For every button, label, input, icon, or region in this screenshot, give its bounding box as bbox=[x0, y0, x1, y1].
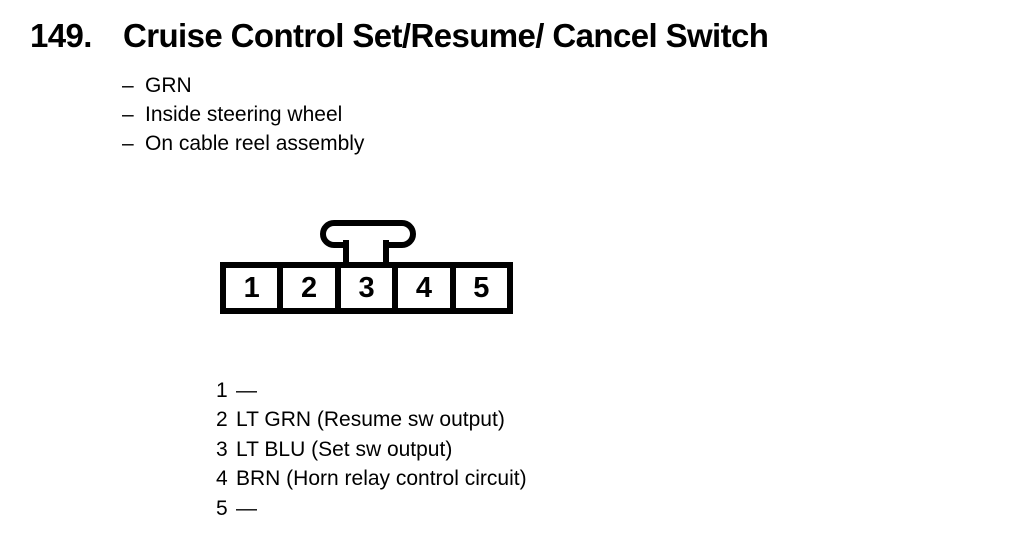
connector-pin-cell-2: 2 bbox=[283, 268, 341, 308]
detail-text: On cable reel assembly bbox=[145, 132, 365, 155]
pin-cell-number: 2 bbox=[301, 271, 318, 304]
pinout-row: 2 LT GRN (Resume sw output) bbox=[216, 405, 527, 434]
pin-number: 3 bbox=[216, 437, 228, 461]
pin-number: 5 bbox=[216, 496, 228, 520]
section-title: 149. Cruise Control Set/Resume/ Cancel S… bbox=[30, 15, 769, 56]
bullet-dash: – bbox=[122, 74, 134, 97]
pin-wire-label: — bbox=[236, 496, 257, 520]
connector-pin-cell-4: 4 bbox=[398, 268, 456, 308]
detail-text: Inside steering wheel bbox=[145, 103, 343, 126]
pinout-row: 3 LT BLU (Set sw output) bbox=[216, 435, 527, 464]
connector-body: 1 2 3 4 5 bbox=[220, 262, 513, 314]
connector-pin-cell-5: 5 bbox=[456, 268, 507, 308]
pin-wire-label: — bbox=[236, 379, 257, 402]
pinout-list: 1 — 2 LT GRN (Resume sw output) 3 LT BLU… bbox=[216, 376, 527, 523]
connector-pin-cell-3: 3 bbox=[341, 268, 399, 308]
section-heading-text: Cruise Control Set/Resume/ Cancel Switch bbox=[123, 17, 769, 54]
pin-number: 1 bbox=[216, 379, 228, 402]
pin-cell-number: 3 bbox=[358, 271, 375, 304]
pin-cell-number: 5 bbox=[473, 271, 490, 304]
detail-item: – On cable reel assembly bbox=[122, 129, 364, 158]
pin-number: 4 bbox=[216, 467, 228, 491]
bullet-dash: – bbox=[122, 103, 134, 126]
pin-number: 2 bbox=[216, 408, 228, 432]
bullet-dash: – bbox=[122, 132, 134, 155]
detail-list: – GRN – Inside steering wheel – On cable… bbox=[122, 71, 364, 158]
pin-cell-number: 4 bbox=[415, 271, 432, 304]
section-number: 149. bbox=[30, 17, 92, 54]
pinout-row: 5 — bbox=[216, 494, 527, 523]
pin-wire-label: LT GRN (Resume sw output) bbox=[236, 408, 505, 432]
pinout-row: 1 — bbox=[216, 376, 527, 405]
detail-item: – Inside steering wheel bbox=[122, 100, 364, 129]
detail-item: – GRN bbox=[122, 71, 364, 100]
detail-text: GRN bbox=[145, 74, 192, 97]
pinout-row: 4 BRN (Horn relay control circuit) bbox=[216, 464, 527, 493]
pin-wire-label: LT BLU (Set sw output) bbox=[236, 437, 453, 461]
pin-wire-label: BRN (Horn relay control circuit) bbox=[236, 467, 527, 491]
connector-latch-stem bbox=[343, 240, 389, 262]
connector-pin-cell-1: 1 bbox=[226, 268, 284, 308]
pin-cell-number: 1 bbox=[243, 271, 260, 304]
